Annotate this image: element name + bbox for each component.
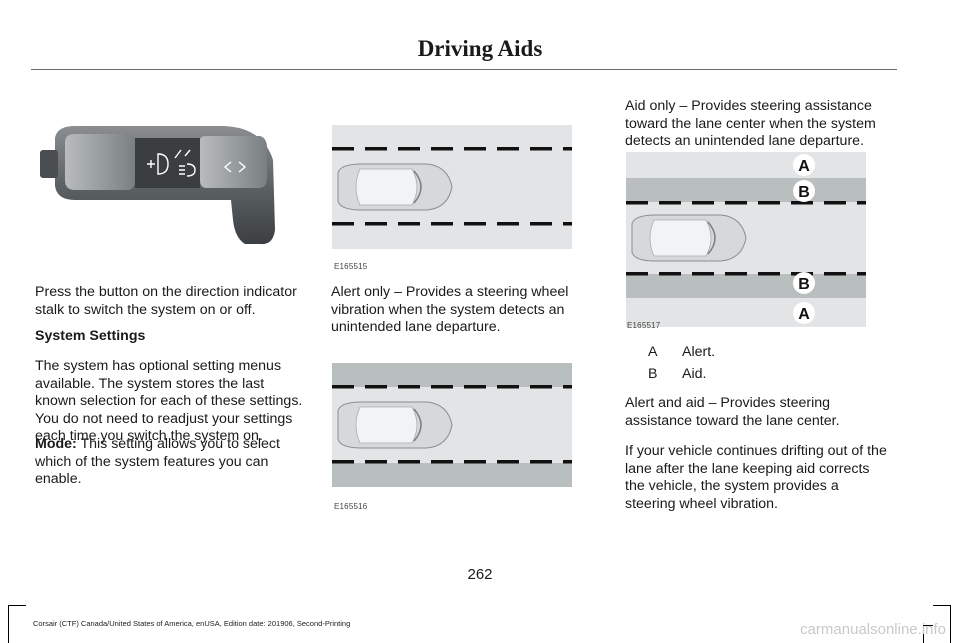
legend-value: Alert. — [682, 344, 716, 360]
aid-only-paragraph: Aid only – Provides steering assistance … — [625, 98, 876, 149]
mode-label: Mode: — [35, 436, 77, 452]
page-title: Driving Aids — [417, 36, 543, 61]
figure-code: E165516 — [334, 502, 368, 511]
label-circle — [793, 302, 815, 324]
intro-paragraph: Press the button on the direction indica… — [35, 284, 297, 318]
label-circle — [793, 154, 815, 176]
edition-footer: Corsair (CTF) Canada/United States of Am… — [33, 619, 351, 628]
diagram-label-a: A — [798, 306, 810, 323]
diagram-label-b: B — [798, 184, 810, 201]
figure-code: E165515 — [334, 262, 368, 271]
aid-only-lane-diagram: A B B A — [626, 152, 866, 327]
crop-mark — [950, 605, 951, 643]
mode-paragraph: Mode: This setting allows you to select … — [35, 436, 307, 489]
crop-mark — [933, 605, 951, 606]
diagram-label-b: B — [798, 276, 810, 293]
car-icon — [337, 163, 453, 211]
drifting-paragraph: If your vehicle continues drifting out o… — [625, 443, 887, 512]
alert-only-paragraph: Alert only – Provides a steering wheel v… — [331, 284, 569, 335]
diagram-label-a: A — [798, 158, 810, 175]
label-circle — [793, 272, 815, 294]
crop-mark — [923, 625, 933, 626]
car-icon — [337, 401, 453, 449]
crop-mark — [8, 605, 9, 643]
system-settings-heading: System Settings — [35, 328, 146, 344]
legend-key: B — [648, 366, 658, 382]
watermark: carmanualsonline.info — [800, 621, 946, 638]
alert-only-lane-diagram — [332, 125, 572, 249]
mode-text: This setting allows you to select which … — [35, 436, 280, 487]
label-circle — [793, 180, 815, 202]
vibration-lane-diagram — [332, 363, 572, 487]
direction-indicator-stalk-image — [40, 126, 275, 245]
crop-mark — [8, 605, 26, 606]
legend-value: Aid. — [682, 366, 707, 382]
header-rule — [31, 69, 897, 70]
legend-key: A — [648, 344, 658, 360]
car-icon — [631, 214, 747, 262]
figure-code: E165517 — [627, 321, 661, 330]
alert-and-aid-paragraph: Alert and aid – Provides steering assist… — [625, 395, 840, 429]
settings-paragraph: The system has optional setting menus av… — [35, 358, 303, 444]
crop-mark — [923, 625, 924, 643]
page-number: 262 — [467, 566, 493, 583]
